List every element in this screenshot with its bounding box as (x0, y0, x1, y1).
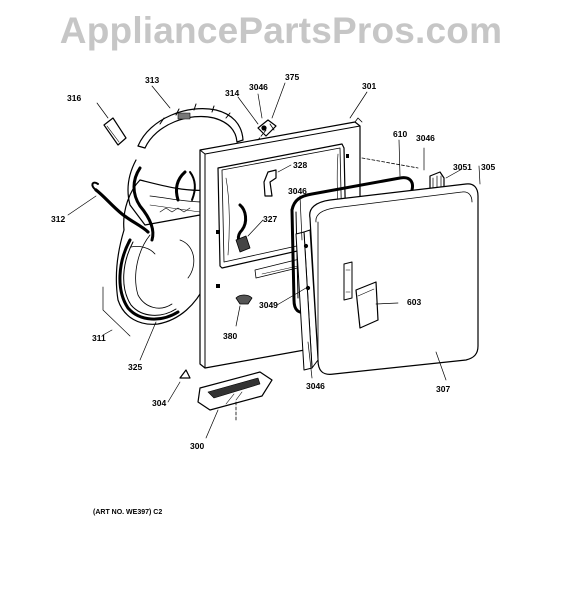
label-3051: 3051 (453, 162, 472, 172)
label-327: 327 (263, 214, 277, 224)
part-316-strip (103, 117, 127, 146)
label-3046-top: 3046 (249, 82, 268, 92)
label-313: 313 (145, 75, 159, 85)
label-610: 610 (393, 129, 407, 139)
label-328: 328 (293, 160, 307, 170)
part-300-filter (197, 371, 273, 411)
label-300: 300 (190, 441, 204, 451)
part-311-front-panel (115, 159, 211, 325)
watermark: AppliancePartsPros.com (59, 10, 503, 51)
part-313-bracket (137, 103, 244, 149)
part-304-foot (179, 369, 191, 379)
part-312-harness (91, 166, 196, 242)
label-304: 304 (152, 398, 166, 408)
label-305: 305 (481, 162, 495, 172)
part-325-seal (118, 238, 180, 321)
label-312: 312 (51, 214, 65, 224)
label-307: 307 (436, 384, 450, 394)
part-328-actuator (263, 169, 277, 197)
part-307-door (295, 183, 479, 375)
label-301: 301 (362, 81, 376, 91)
label-375: 375 (285, 72, 299, 82)
leader-lines (67, 82, 481, 439)
label-3046-right: 3046 (416, 133, 435, 143)
label-314: 314 (225, 88, 239, 98)
label-325: 325 (128, 362, 142, 372)
art-number: (ART NO. WE397) C2 (93, 509, 163, 516)
label-380: 380 (223, 331, 237, 341)
label-3046-mid: 3046 (288, 186, 307, 196)
part-327-wire (235, 203, 251, 253)
label-603: 603 (407, 297, 421, 307)
part-375-hinge (257, 119, 277, 137)
label-316: 316 (67, 93, 81, 103)
label-3049: 3049 (259, 300, 278, 310)
assembly-guide-lines (235, 129, 419, 421)
label-311: 311 (92, 333, 106, 343)
part-380-latch (235, 294, 253, 305)
label-3046-bottom: 3046 (306, 381, 325, 391)
